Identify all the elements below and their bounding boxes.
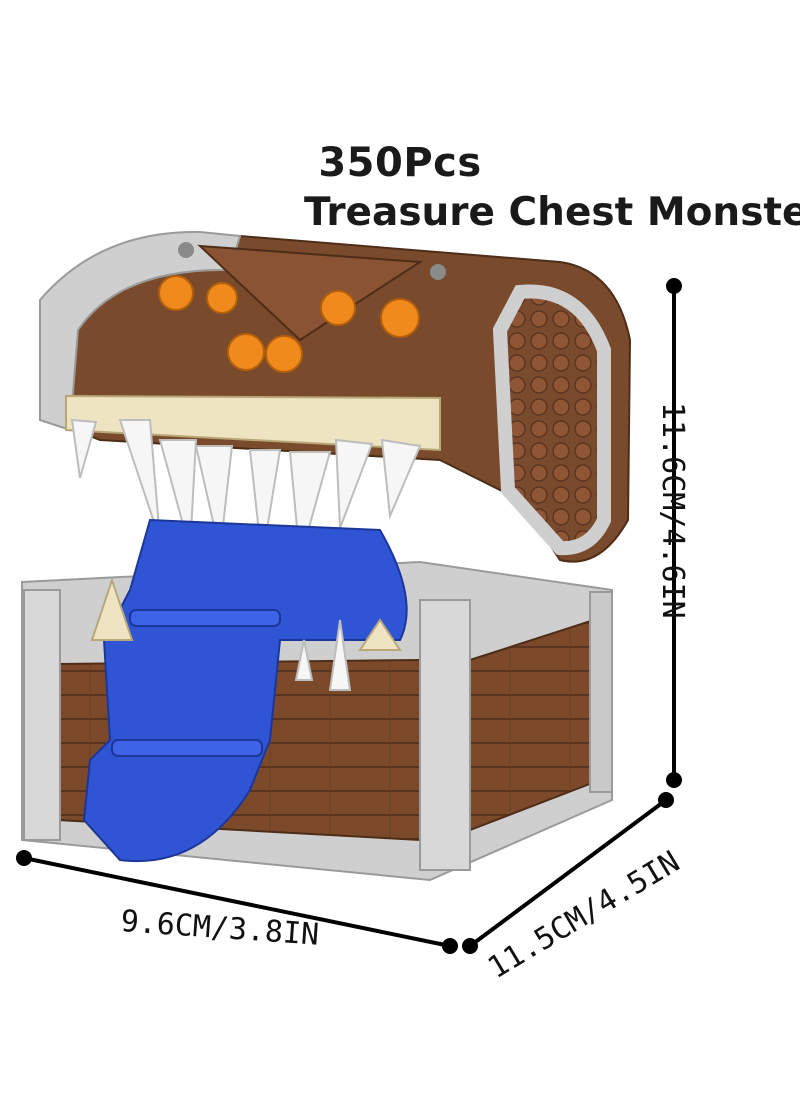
dimension-arrow	[462, 792, 674, 954]
chest-corner-post	[23, 589, 61, 841]
treasure-chest-model	[21, 230, 632, 882]
product-name: Treasure Chest Monster	[304, 190, 800, 235]
chest-corner-post	[589, 591, 613, 793]
tongue	[82, 518, 408, 863]
eye-studs	[158, 275, 420, 373]
dimension-arrow	[666, 278, 682, 788]
dimension-arrow	[16, 850, 458, 954]
gray-studs	[178, 242, 446, 280]
height-dimension-label: 11.6CM/4.6IN	[655, 402, 690, 619]
lid-brow	[197, 244, 424, 342]
lower-fangs	[294, 619, 352, 691]
tongue-hinges	[111, 609, 281, 757]
chest-lid-side	[492, 284, 611, 556]
upper-teeth-row	[65, 394, 441, 452]
chest-corner-post	[419, 599, 471, 871]
lower-teeth	[90, 576, 402, 651]
piece-count: 350Pcs	[318, 140, 482, 186]
